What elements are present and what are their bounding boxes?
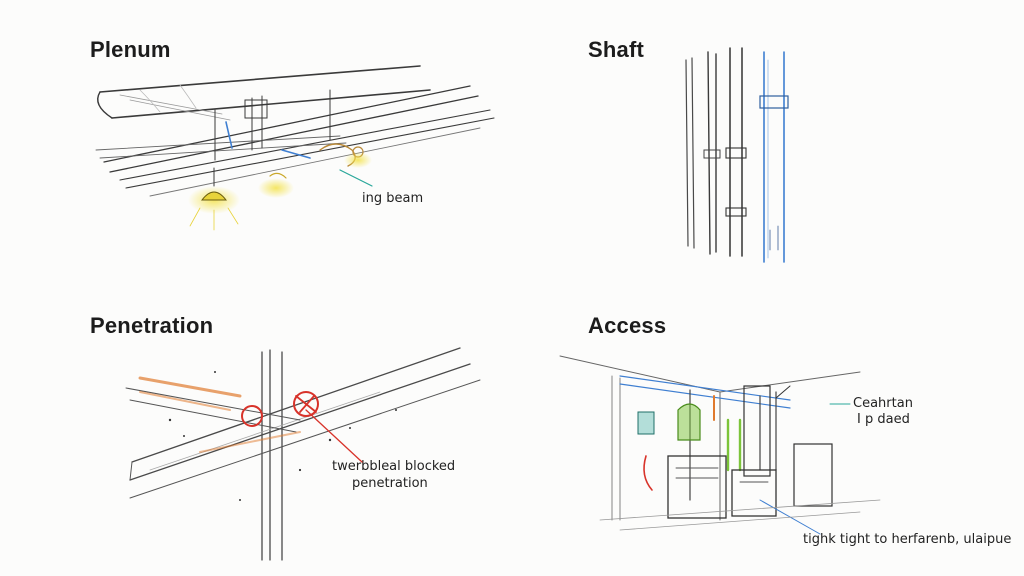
penetration-sketch <box>125 347 481 561</box>
access-sketch <box>559 355 881 535</box>
access-annotation-top-line1: Ceahrtan <box>853 396 913 411</box>
penetration-title: Penetration <box>90 313 214 338</box>
plenum-title: Plenum <box>90 37 171 62</box>
plenum-beam-annotation: ing beam <box>362 191 424 206</box>
shaft-title: Shaft <box>588 37 644 62</box>
plenum-sketch <box>95 65 495 231</box>
access-annotation-top-line2: I p daed <box>857 412 910 427</box>
access-annotation-bottom: tighk tight to herfarenb, ulaipue <box>803 532 1012 547</box>
shaft-sketch <box>685 47 789 263</box>
penetration-annotation-line1: twerbbleal blocked <box>332 459 456 474</box>
penetration-annotation-line2: penetration <box>352 476 428 491</box>
access-title: Access <box>588 313 667 338</box>
